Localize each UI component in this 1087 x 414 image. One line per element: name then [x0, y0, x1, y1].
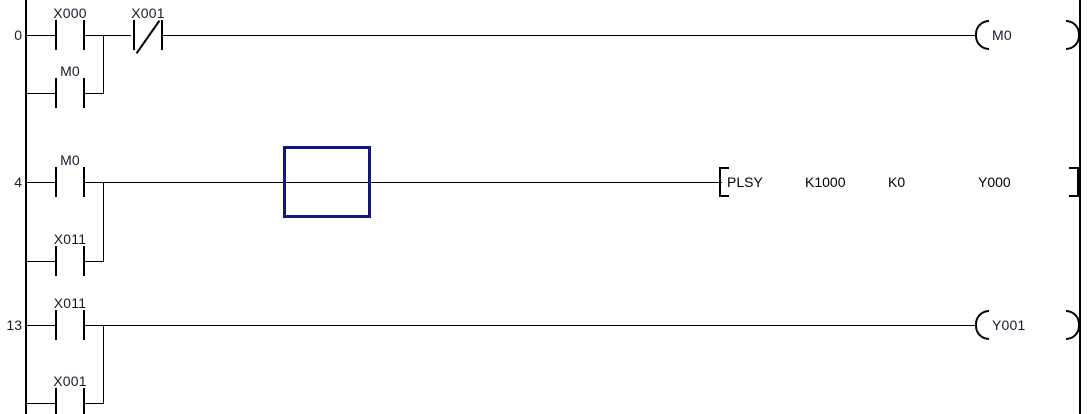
wire-rung0-seg4	[163, 35, 977, 36]
instruction-bracket-open	[719, 167, 729, 197]
selection-cursor[interactable]	[283, 146, 371, 218]
contact-m0-no[interactable]	[55, 167, 85, 197]
contact-label-m0-branch: M0	[60, 63, 80, 79]
wire-rung0-seg2	[85, 35, 105, 36]
wire-rung4-branch-right	[85, 261, 104, 262]
contact-label-x000: X000	[53, 5, 87, 21]
contact-bar-left	[55, 167, 57, 197]
contact-bar-right	[83, 78, 85, 108]
contact-bar-right	[83, 167, 85, 197]
wire-rung4-seg2	[85, 182, 722, 183]
contact-bar-right	[83, 310, 85, 340]
right-power-rail	[1079, 0, 1081, 414]
wire-rung13-branch-right	[85, 403, 104, 404]
branch-vertical-rung0	[103, 35, 104, 94]
contact-label-m0: M0	[60, 152, 80, 168]
rung-number-13: 13	[6, 317, 22, 333]
coil-m0-open-paren[interactable]	[975, 20, 989, 50]
contact-bar-left	[55, 78, 57, 108]
contact-x011-no[interactable]	[55, 310, 85, 340]
instruction-name-plsy[interactable]: PLSY	[727, 174, 763, 190]
wire-rung0-seg3	[103, 35, 131, 36]
wire-rung4-seg1	[25, 182, 55, 183]
wire-rung0-branch-right	[85, 93, 104, 94]
wire-rung13-seg2	[85, 325, 976, 326]
contact-x001-nc[interactable]	[133, 20, 163, 54]
instruction-operand-3[interactable]: Y000	[978, 174, 1011, 190]
wire-rung0-branch-left	[25, 93, 55, 94]
contact-label-x011-branch: X011	[53, 231, 87, 247]
instruction-bracket-close	[1069, 167, 1079, 197]
contact-bar-left	[55, 388, 57, 414]
wire-rung13-seg1	[25, 325, 55, 326]
wire-rung0-seg1	[25, 35, 55, 36]
contact-bar-right	[83, 246, 85, 276]
coil-label-y001: Y001	[992, 317, 1026, 333]
instruction-operand-1[interactable]: K1000	[805, 174, 846, 190]
contact-bar-left	[55, 310, 57, 340]
coil-y001-open-paren[interactable]	[975, 310, 989, 340]
wire-rung4-branch-left	[25, 261, 55, 262]
branch-vertical-rung13	[103, 325, 104, 403]
contact-bar-right	[161, 20, 163, 50]
contact-bar-right	[83, 388, 85, 414]
coil-y001-close-paren	[1066, 310, 1080, 340]
left-power-rail	[25, 0, 27, 414]
contact-m0-branch-no[interactable]	[55, 78, 85, 108]
contact-x011-branch-no[interactable]	[55, 246, 85, 276]
contact-label-x011: X011	[53, 295, 87, 311]
rung-number-4: 4	[14, 174, 22, 190]
contact-x001-branch-no[interactable]	[55, 388, 85, 414]
contact-bar-right	[83, 20, 85, 50]
rung-number-0: 0	[14, 27, 22, 43]
contact-bar-left	[133, 20, 135, 50]
wire-rung13-branch-left	[25, 403, 55, 404]
contact-negation-slash	[135, 20, 161, 54]
coil-m0-close-paren	[1066, 20, 1080, 50]
contact-bar-left	[55, 20, 57, 50]
coil-label-m0: M0	[992, 27, 1012, 43]
contact-bar-left	[55, 246, 57, 276]
branch-vertical-rung4	[103, 182, 104, 261]
instruction-operand-2[interactable]: K0	[888, 174, 906, 190]
contact-label-x001: X001	[131, 5, 165, 21]
contact-x000-no[interactable]	[55, 20, 85, 50]
contact-label-x001-branch: X001	[53, 373, 87, 389]
